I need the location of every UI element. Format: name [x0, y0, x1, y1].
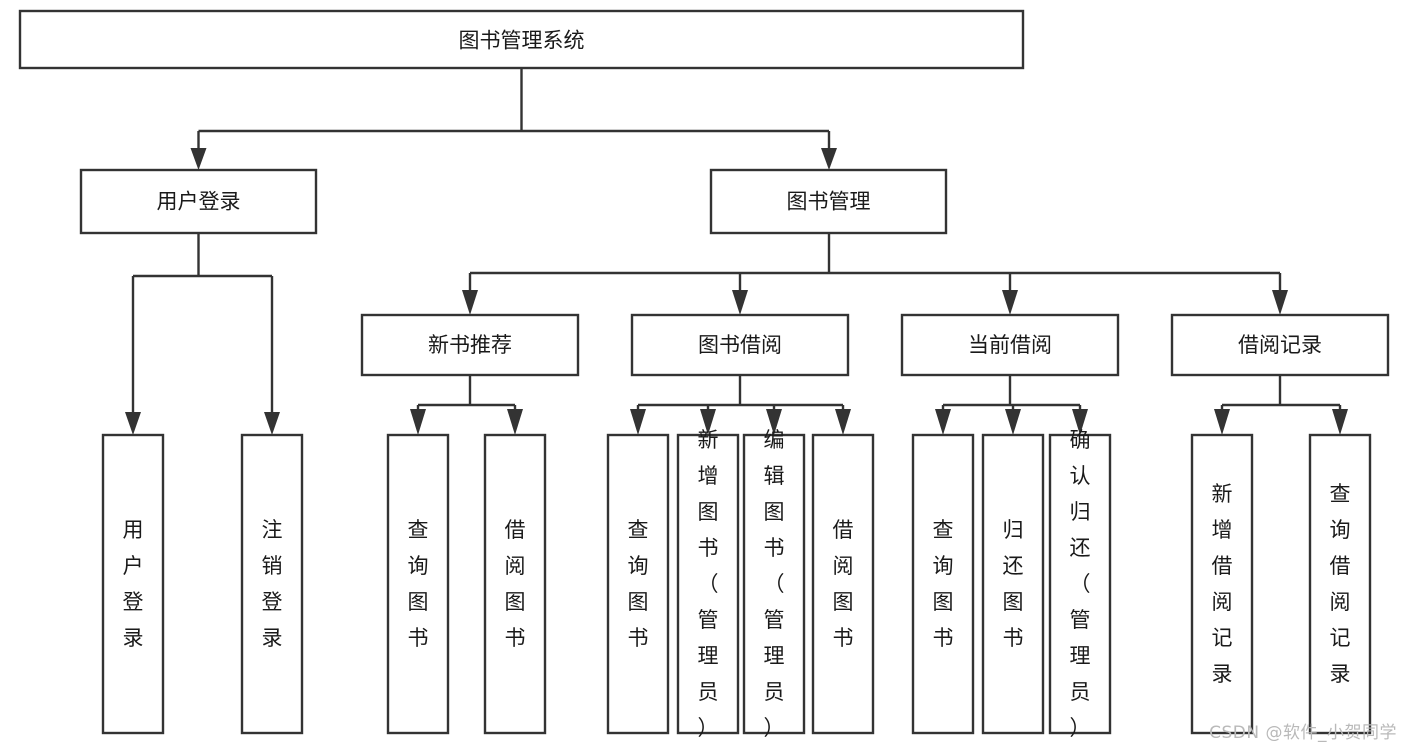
node-leaf-borrow-edit-book-label: 编辑图书（管理员） — [764, 428, 785, 740]
node-leaf-rec-add-record-label: 新增借阅记录 — [1212, 482, 1233, 686]
arrow-to-leaf-logout-icon — [264, 412, 280, 435]
node-root-label: 图书管理系统 — [459, 29, 585, 53]
node-new-book-rec-box[interactable] — [360, 313, 580, 377]
node-leaf-cur-return-book[interactable]: 归还图书 — [981, 433, 1045, 735]
node-new-book-rec[interactable]: 新书推荐 — [360, 313, 580, 377]
node-leaf-borrow-query-book-box[interactable] — [606, 433, 670, 735]
node-leaf-cur-return-book-label: 归还图书 — [1003, 518, 1024, 650]
node-leaf-rec-query-record-label: 查询借阅记录 — [1330, 482, 1351, 686]
arrow-to-leaf-rec-add-record-icon — [1214, 409, 1230, 435]
node-root[interactable]: 图书管理系统 — [18, 9, 1025, 70]
node-book-mgmt[interactable]: 图书管理 — [709, 168, 948, 235]
node-leaf-rec-borrow-book-label: 借阅图书 — [505, 518, 526, 650]
node-leaf-cur-query-book-box[interactable] — [911, 433, 975, 735]
node-book-borrow[interactable]: 图书借阅 — [630, 313, 850, 377]
node-leaf-logout[interactable]: 注销登录 — [240, 433, 304, 735]
node-leaf-rec-add-record[interactable]: 新增借阅记录 — [1190, 433, 1254, 735]
node-book-mgmt-label: 图书管理 — [787, 190, 871, 214]
arrow-to-leaf-borrow-add-book-icon — [700, 409, 716, 435]
node-leaf-rec-query-book-label: 查询图书 — [408, 518, 429, 650]
node-current-borrow-box[interactable] — [900, 313, 1120, 377]
arrow-to-leaf-borrow-edit-book-icon — [766, 409, 782, 435]
node-user-login-box[interactable] — [79, 168, 318, 235]
node-leaf-borrow-add-book-label: 新增图书（管理员） — [698, 428, 719, 740]
connector-layer — [125, 68, 1348, 435]
arrow-to-book-mgmt-icon — [821, 148, 837, 170]
node-leaf-borrow-add-book[interactable]: 新增图书（管理员） — [676, 428, 740, 740]
node-borrow-record-box[interactable] — [1170, 313, 1390, 377]
arrow-to-leaf-cur-confirm-return-icon — [1072, 409, 1088, 435]
node-leaf-borrow-borrow-book[interactable]: 借阅图书 — [811, 433, 875, 735]
node-leaf-cur-confirm-return-box[interactable] — [1048, 433, 1112, 735]
node-leaf-borrow-edit-book-box[interactable] — [742, 433, 806, 735]
node-leaf-logout-box[interactable] — [240, 433, 304, 735]
node-book-borrow-label: 图书借阅 — [698, 333, 782, 357]
node-borrow-record-label: 借阅记录 — [1238, 333, 1322, 357]
node-leaf-rec-add-record-box[interactable] — [1190, 433, 1254, 735]
node-leaf-borrow-edit-book[interactable]: 编辑图书（管理员） — [742, 428, 806, 740]
node-leaf-user-login[interactable]: 用户登录 — [101, 433, 165, 735]
arrow-to-book-borrow-icon — [732, 290, 748, 315]
arrow-to-leaf-borrow-query-book-icon — [630, 409, 646, 435]
arrow-to-current-borrow-icon — [1002, 290, 1018, 315]
node-leaf-user-login-label: 用户登录 — [123, 518, 144, 650]
node-leaf-borrow-borrow-book-label: 借阅图书 — [833, 518, 854, 650]
node-leaf-logout-label: 注销登录 — [262, 518, 283, 650]
arrow-to-leaf-cur-return-book-icon — [1005, 409, 1021, 435]
node-current-borrow[interactable]: 当前借阅 — [900, 313, 1120, 377]
arrow-to-leaf-user-login-icon — [125, 412, 141, 435]
node-book-mgmt-box[interactable] — [709, 168, 948, 235]
node-leaf-rec-borrow-book[interactable]: 借阅图书 — [483, 433, 547, 735]
arrow-to-leaf-borrow-borrow-book-icon — [835, 409, 851, 435]
arrow-to-borrow-record-icon — [1272, 290, 1288, 315]
arrow-to-leaf-rec-query-record-icon — [1332, 409, 1348, 435]
node-leaf-rec-query-book[interactable]: 查询图书 — [386, 433, 450, 735]
arrow-to-leaf-cur-query-book-icon — [935, 409, 951, 435]
node-leaf-cur-confirm-return[interactable]: 确认归还（管理员） — [1048, 428, 1112, 740]
node-new-book-rec-label: 新书推荐 — [428, 333, 512, 357]
node-leaf-cur-query-book-label: 查询图书 — [933, 518, 954, 650]
node-leaf-cur-return-book-box[interactable] — [981, 433, 1045, 735]
node-leaf-borrow-borrow-book-box[interactable] — [811, 433, 875, 735]
node-leaf-borrow-add-book-box[interactable] — [676, 433, 740, 735]
node-borrow-record[interactable]: 借阅记录 — [1170, 313, 1390, 377]
node-user-login[interactable]: 用户登录 — [79, 168, 318, 235]
node-leaf-cur-query-book[interactable]: 查询图书 — [911, 433, 975, 735]
node-leaf-borrow-query-book-label: 查询图书 — [628, 518, 649, 650]
node-user-login-label: 用户登录 — [157, 190, 241, 214]
arrow-to-leaf-rec-query-book-icon — [410, 409, 426, 435]
node-leaf-rec-query-record[interactable]: 查询借阅记录 — [1308, 433, 1372, 735]
node-book-borrow-box[interactable] — [630, 313, 850, 377]
node-leaf-user-login-box[interactable] — [101, 433, 165, 735]
node-leaf-rec-borrow-book-box[interactable] — [483, 433, 547, 735]
node-leaf-rec-query-record-box[interactable] — [1308, 433, 1372, 735]
arrow-to-user-login-icon — [190, 148, 207, 170]
node-root-box[interactable] — [18, 9, 1025, 70]
node-leaf-rec-query-book-box[interactable] — [386, 433, 450, 735]
arrow-to-leaf-rec-borrow-book-icon — [507, 409, 523, 435]
arrow-to-new-book-rec-icon — [462, 290, 478, 315]
node-leaf-cur-confirm-return-label: 确认归还（管理员） — [1070, 428, 1091, 740]
node-current-borrow-label: 当前借阅 — [968, 333, 1052, 357]
node-leaf-borrow-query-book[interactable]: 查询图书 — [606, 433, 670, 735]
